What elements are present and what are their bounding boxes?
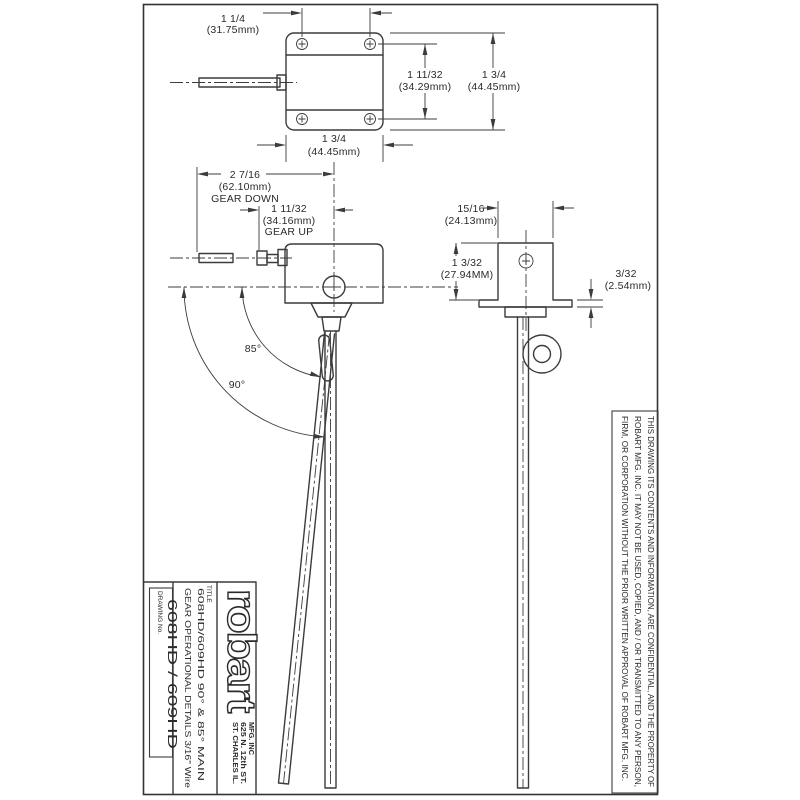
dim-text: 1 11/32	[271, 203, 307, 215]
angle-90-label: 90°	[229, 379, 245, 391]
dim-text: 2 7/16	[230, 169, 260, 181]
robart-logo: robart	[219, 589, 263, 713]
dim-text: (44.45mm)	[308, 146, 361, 158]
torsion-coil	[522, 334, 562, 374]
sheet-border	[142, 3, 659, 796]
dim-text: 1 3/4	[482, 69, 506, 81]
legal-line: FIRM, OR CORPORATION WITHOUT THE PRIOR W…	[620, 416, 630, 781]
confidentiality-note: THIS DRAWING ITS CONTENTS AND INFORMATIO…	[611, 410, 659, 794]
title-line: GEAR OPERATIONAL DETAILS 3/16" Wire	[183, 588, 193, 788]
dim-text: (2.54mm)	[605, 280, 652, 292]
dim-text: (31.75mm)	[207, 24, 260, 36]
dim-text: (62.10mm)	[219, 181, 272, 193]
dim-text: 15/16	[457, 203, 484, 215]
dim-bracket-width	[483, 201, 574, 238]
dim-gear-down	[196, 167, 322, 252]
dim-text: 1 11/32	[407, 69, 443, 81]
legal-line: THIS DRAWING ITS CONTENTS AND INFORMATIO…	[646, 416, 656, 787]
legal-line: ROBART MFG. INC. IT MAY NOT BE USED, COP…	[633, 416, 643, 787]
dim-text: (34.29mm)	[399, 81, 452, 93]
title-line: 608HD/609HD 90° & 85° MAIN	[196, 588, 206, 781]
address-line: MFG. INC	[247, 722, 254, 755]
end-view: 15/16 (24.13mm) 1 3/32 (27.94MM) 3/32 (2…	[441, 201, 652, 789]
dim-text: (24.13mm)	[445, 215, 498, 227]
dim-hole-spacing	[263, 8, 392, 37]
dim-text: 1 3/32	[452, 257, 482, 269]
title-block: DRAWING No. 608HD / 609HD TITLE 608HD/60…	[142, 581, 264, 795]
top-view: 1 1/4 (31.75mm) 1 11/32 (34.29mm) 1 3/4 …	[170, 8, 520, 162]
angle-85-label: 85°	[245, 343, 261, 355]
address-line: 625 N. 12th ST.	[239, 722, 246, 784]
strut-85	[277, 332, 336, 785]
address-line: ST. CHARLES IL.	[231, 722, 238, 784]
angle-arcs	[181, 286, 326, 439]
title-label: TITLE	[205, 585, 212, 603]
side-view: 85° 90° 2 7/16 (62.10mm) GEAR DOWN 1 11/…	[168, 162, 458, 789]
screw-holes	[296, 38, 376, 125]
dim-gear-up	[240, 206, 353, 250]
drawing-number: 608HD / 609HD	[165, 599, 179, 749]
drawing-no-box	[148, 587, 174, 758]
dim-text: (44.45mm)	[468, 81, 521, 93]
dim-text: GEAR DOWN	[211, 193, 279, 205]
dim-text: (34.16mm)	[263, 215, 316, 227]
dim-text: (27.94MM)	[441, 269, 494, 281]
wire-strut	[516, 316, 562, 789]
rod-gear-down	[198, 252, 234, 264]
dim-text: 3/32	[615, 268, 636, 280]
dim-flange	[577, 279, 603, 328]
rod-gear-up	[256, 248, 288, 267]
dim-body-width	[257, 135, 413, 162]
dim-text: 1 1/4	[221, 13, 245, 25]
drawing-no-label: DRAWING No.	[156, 591, 163, 634]
dim-text: 1 3/4	[322, 133, 346, 145]
dim-text: GEAR UP	[265, 226, 314, 238]
strut-90	[324, 330, 337, 789]
